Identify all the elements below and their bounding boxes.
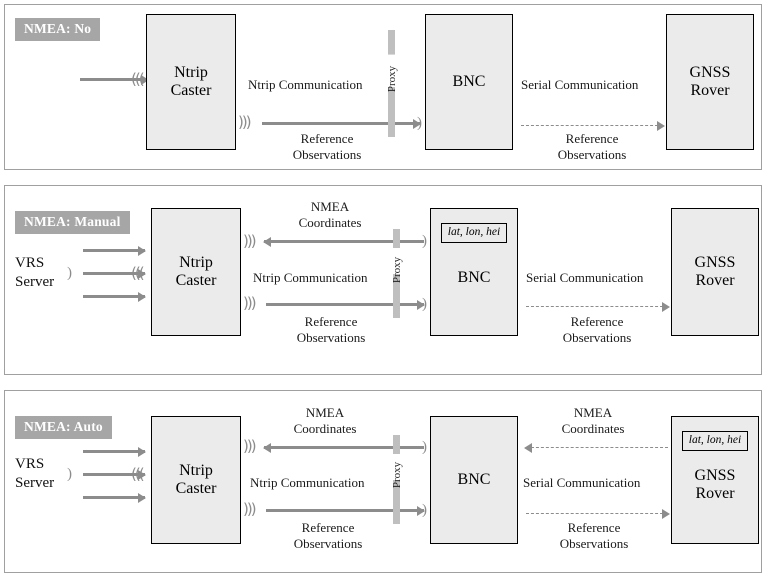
label-reference-observations-right: Reference Observations <box>559 520 629 551</box>
proxy-divider <box>393 435 400 499</box>
node-label-line2: Caster <box>170 82 212 99</box>
signal-wave-icon: ))) <box>243 294 256 312</box>
vrs-stream-arrow-3 <box>83 496 145 499</box>
reference-observations-arrow <box>266 509 424 512</box>
vrs-stream-arrow-2 <box>83 272 145 275</box>
node-ntrip-caster: Ntrip Caster <box>151 208 241 336</box>
node-label-line2: Rover <box>695 272 735 289</box>
nmea-coordinates-arrow <box>264 240 424 243</box>
label-reference-observations-right: Reference Observations <box>557 131 627 162</box>
signal-wave-icon: ))) <box>133 70 145 88</box>
node-gnss-rover: GNSS Rover <box>671 208 759 336</box>
label-nmea-coordinates-right: NMEA Coordinates <box>561 405 625 436</box>
nmea-mode-tag-auto: NMEA: Auto <box>15 416 112 439</box>
antenna-paren-icon: ) <box>417 115 422 131</box>
label-reference-observations: Reference Observations <box>293 520 363 551</box>
nmea-coordinates-arrow <box>264 446 424 449</box>
proxy-divider <box>393 229 400 293</box>
label-serial-communication: Serial Communication <box>526 270 644 285</box>
node-label-line1: GNSS <box>689 63 731 81</box>
reference-observations-arrow <box>266 303 424 306</box>
nmea-mode-tag-no: NMEA: No <box>15 18 101 41</box>
label-vrs-server: VRS Server <box>15 255 55 290</box>
node-label-line1: Ntrip <box>179 253 213 271</box>
node-label-bnc: BNC <box>457 470 491 488</box>
nmea-coordinates-dashed-arrow <box>526 447 668 448</box>
label-ntrip-communication: Ntrip Communication <box>253 270 368 285</box>
reference-observations-dashed-arrow <box>526 306 668 307</box>
label-proxy: Proxy <box>386 65 398 93</box>
node-gnss-rover: lat, lon, hei GNSS Rover <box>671 416 759 544</box>
bnc-coordinates-box: lat, lon, hei <box>440 223 508 243</box>
node-label-line1: Ntrip <box>174 63 208 81</box>
node-bnc: lat, lon, hei BNC <box>430 208 518 336</box>
antenna-paren-icon: ) <box>422 439 427 455</box>
antenna-paren-icon: ) <box>422 502 427 518</box>
proxy-divider <box>388 30 395 112</box>
label-proxy: Proxy <box>391 256 403 284</box>
node-label-bnc: BNC <box>452 72 486 90</box>
vrs-stream-arrow-3 <box>83 295 145 298</box>
panel-nmea-no: NMEA: No ))) Ntrip Caster Ntrip Communic… <box>4 4 762 170</box>
label-reference-observations-right: Reference Observations <box>562 314 632 345</box>
signal-wave-icon: ))) <box>243 232 256 250</box>
signal-wave-icon: ))) <box>133 465 145 483</box>
node-gnss-rover: GNSS Rover <box>666 14 754 150</box>
node-label-bnc: BNC <box>457 268 491 286</box>
vrs-stream-arrow-2 <box>83 473 145 476</box>
node-label-line2: Rover <box>695 484 735 502</box>
antenna-paren-icon: ) <box>422 233 427 249</box>
label-serial-communication: Serial Communication <box>521 77 639 92</box>
proxy-divider-segment <box>388 111 395 137</box>
proxy-divider-segment <box>393 498 400 524</box>
antenna-paren-icon: ) <box>422 296 427 312</box>
label-serial-communication: Serial Communication <box>523 475 641 490</box>
signal-wave-icon: ))) <box>238 113 251 131</box>
signal-wave-icon: ))) <box>243 500 256 518</box>
node-label-line2: Caster <box>175 272 217 289</box>
label-nmea-coordinates: NMEA Coordinates <box>293 405 357 436</box>
reference-observations-dashed-arrow <box>526 513 668 514</box>
node-label-line2: Rover <box>690 82 730 99</box>
antenna-paren-icon: ) <box>67 466 72 482</box>
node-label-line1: GNSS <box>694 253 736 271</box>
label-proxy: Proxy <box>391 461 403 489</box>
node-bnc: BNC <box>425 14 513 150</box>
node-label-line1: Ntrip <box>179 461 213 479</box>
reference-observations-arrow <box>262 122 420 125</box>
node-label-line2: Caster <box>175 480 217 497</box>
label-ntrip-communication: Ntrip Communication <box>250 475 365 490</box>
label-nmea-coordinates: NMEA Coordinates <box>298 199 362 230</box>
label-reference-observations: Reference Observations <box>296 314 366 345</box>
vrs-stream-arrow-1 <box>83 450 145 453</box>
panel-nmea-auto: NMEA: Auto VRS Server ) ))) Ntrip Caster… <box>4 390 762 573</box>
panel-nmea-manual: NMEA: Manual VRS Server ) ))) Ntrip Cast… <box>4 185 762 375</box>
antenna-paren-icon: ) <box>67 265 72 281</box>
vrs-stream-arrow-1 <box>83 249 145 252</box>
signal-wave-icon: ))) <box>133 264 145 282</box>
nmea-mode-tag-manual: NMEA: Manual <box>15 211 130 234</box>
node-ntrip-caster: Ntrip Caster <box>146 14 236 150</box>
signal-wave-icon: ))) <box>243 437 256 455</box>
node-ntrip-caster: Ntrip Caster <box>151 416 241 544</box>
incoming-stream-arrow <box>80 78 148 81</box>
reference-observations-dashed-arrow <box>521 125 663 126</box>
rover-coordinates-box: lat, lon, hei <box>681 431 749 451</box>
proxy-divider-segment <box>393 292 400 318</box>
node-label-line1: GNSS <box>694 466 736 484</box>
label-reference-observations: Reference Observations <box>292 131 362 162</box>
label-vrs-server: VRS Server <box>15 456 55 491</box>
node-bnc: BNC <box>430 416 518 544</box>
label-ntrip-communication: Ntrip Communication <box>248 77 363 92</box>
